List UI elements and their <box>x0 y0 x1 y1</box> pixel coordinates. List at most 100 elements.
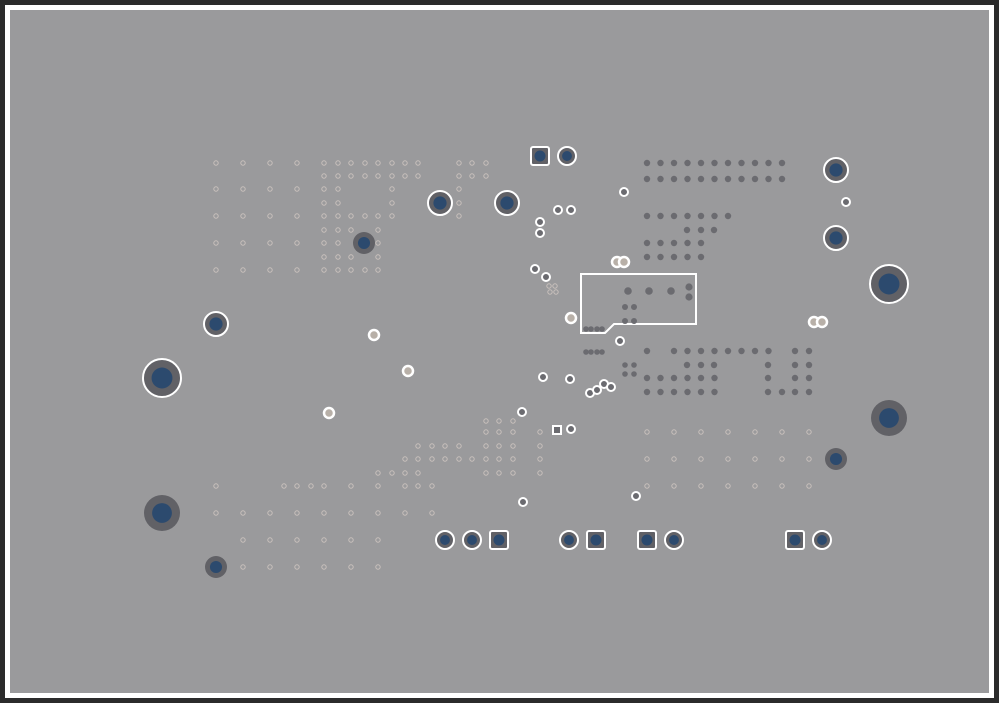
small-via <box>415 483 421 489</box>
via <box>684 388 691 396</box>
small-via <box>348 227 354 233</box>
small-via <box>483 173 489 179</box>
small-via <box>294 267 300 273</box>
via <box>791 374 799 382</box>
small-via <box>644 483 650 489</box>
via <box>670 253 678 261</box>
pad-copper <box>562 151 572 161</box>
via <box>667 287 675 295</box>
via <box>697 239 705 247</box>
small-via <box>375 173 381 179</box>
small-via <box>240 213 246 219</box>
small-via <box>375 213 381 219</box>
via <box>791 347 799 355</box>
small-via <box>294 160 300 166</box>
pad-copper <box>829 163 843 177</box>
small-via <box>415 173 421 179</box>
small-via <box>348 173 354 179</box>
via <box>599 326 605 332</box>
via <box>683 361 691 369</box>
small-via <box>335 254 341 260</box>
small-via <box>456 173 462 179</box>
via <box>805 361 813 369</box>
small-via <box>375 470 381 476</box>
via <box>657 388 664 396</box>
small-via <box>415 470 421 476</box>
pad-copper <box>433 196 447 210</box>
small-via <box>375 537 381 543</box>
small-via <box>698 483 704 489</box>
small-via <box>671 483 677 489</box>
small-via <box>213 186 219 192</box>
small-via <box>725 429 731 435</box>
small-via <box>375 227 381 233</box>
via <box>670 388 678 396</box>
pad-copper <box>357 236 371 250</box>
via <box>685 293 693 301</box>
via <box>657 253 664 261</box>
pad-copper <box>879 408 899 428</box>
small-via <box>267 240 273 246</box>
small-via <box>348 254 354 260</box>
ring-via <box>518 497 528 507</box>
small-via <box>510 418 516 424</box>
testpoint-via <box>367 328 381 342</box>
small-via <box>213 510 219 516</box>
small-via <box>335 213 341 219</box>
via <box>724 159 732 167</box>
small-via <box>779 483 785 489</box>
via <box>724 212 732 220</box>
ring-via <box>566 424 576 434</box>
via <box>764 374 772 382</box>
small-via <box>752 456 758 462</box>
small-via <box>375 240 381 246</box>
small-via <box>483 160 489 166</box>
pad-copper <box>817 535 827 545</box>
small-via <box>335 227 341 233</box>
small-via <box>294 537 300 543</box>
small-via <box>537 456 543 462</box>
small-via <box>294 483 300 489</box>
pad-copper <box>878 273 900 295</box>
via <box>624 287 632 295</box>
small-via <box>510 470 516 476</box>
small-via <box>442 456 448 462</box>
small-via <box>537 443 543 449</box>
via <box>738 175 745 183</box>
small-via <box>267 186 273 192</box>
small-via <box>348 267 354 273</box>
via <box>594 349 600 355</box>
small-via <box>375 160 381 166</box>
small-via <box>402 470 408 476</box>
via <box>805 374 813 382</box>
ring-via <box>592 385 602 395</box>
small-via <box>375 254 381 260</box>
small-via <box>496 470 502 476</box>
small-via <box>389 200 395 206</box>
testpoint-via <box>617 255 631 269</box>
small-via <box>321 160 327 166</box>
small-via <box>415 160 421 166</box>
via <box>724 347 732 355</box>
small-via <box>389 160 395 166</box>
via <box>657 212 664 220</box>
small-via <box>698 456 704 462</box>
ring-via <box>631 491 641 501</box>
via <box>643 175 651 183</box>
small-via <box>547 289 553 295</box>
small-via <box>671 429 677 435</box>
small-via <box>402 510 408 516</box>
pad-copper <box>641 534 653 546</box>
via <box>670 374 678 382</box>
via <box>697 159 705 167</box>
via <box>751 347 759 355</box>
via <box>622 362 628 368</box>
via <box>670 159 678 167</box>
via <box>697 212 705 220</box>
via <box>697 388 705 396</box>
small-via <box>456 160 462 166</box>
via <box>657 239 664 247</box>
small-via <box>389 213 395 219</box>
small-via <box>456 456 462 462</box>
via <box>643 388 651 396</box>
